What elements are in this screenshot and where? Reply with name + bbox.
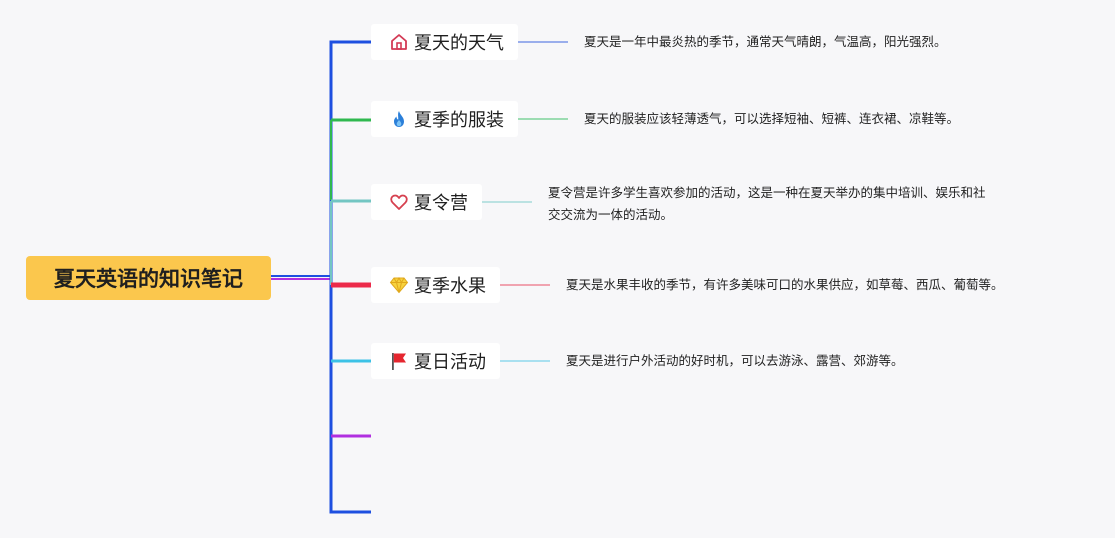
branch-fruit-label: 夏季水果 bbox=[414, 276, 486, 297]
branch-activities[interactable]: 夏日活动 bbox=[371, 343, 500, 379]
branch-clothing[interactable]: 夏季的服装 bbox=[371, 101, 518, 137]
diamond-icon bbox=[389, 275, 409, 295]
flag-icon bbox=[389, 351, 409, 371]
flame-icon bbox=[389, 109, 409, 129]
root-topic-label: 夏天英语的知识笔记 bbox=[54, 267, 243, 291]
root-topic[interactable]: 夏天英语的知识笔记 bbox=[26, 256, 271, 300]
branch-camp-label: 夏令营 bbox=[414, 193, 468, 214]
branch-camp[interactable]: 夏令营 bbox=[371, 184, 482, 220]
note-camp: 夏令营是许多学生喜欢参加的活动，这是一种在夏天举办的集中培训、娱乐和社 交交流为… bbox=[548, 182, 1048, 226]
branch-weather[interactable]: 夏天的天气 bbox=[371, 24, 518, 60]
note-camp-line-2: 交交流为一体的活动。 bbox=[548, 207, 674, 222]
home-icon bbox=[389, 32, 409, 52]
note-activities: 夏天是进行户外活动的好时机，可以去游泳、露营、郊游等。 bbox=[566, 353, 904, 368]
branch-fruit[interactable]: 夏季水果 bbox=[371, 267, 500, 303]
heart-icon bbox=[389, 192, 409, 212]
note-weather: 夏天是一年中最炎热的季节，通常天气晴朗，气温高，阳光强烈。 bbox=[584, 34, 947, 49]
branch-activities-label: 夏日活动 bbox=[414, 352, 486, 373]
trunk-line bbox=[329, 40, 371, 514]
note-fruit: 夏天是水果丰收的季节，有许多美味可口的水果供应，如草莓、西瓜、葡萄等。 bbox=[566, 277, 1004, 292]
branch-clothing-label: 夏季的服装 bbox=[414, 110, 504, 131]
note-clothing: 夏天的服装应该轻薄透气，可以选择短袖、短裤、连衣裙、凉鞋等。 bbox=[584, 111, 960, 126]
branch-weather-label: 夏天的天气 bbox=[414, 33, 504, 54]
note-camp-line-1: 夏令营是许多学生喜欢参加的活动，这是一种在夏天举办的集中培训、娱乐和社 bbox=[548, 185, 986, 200]
